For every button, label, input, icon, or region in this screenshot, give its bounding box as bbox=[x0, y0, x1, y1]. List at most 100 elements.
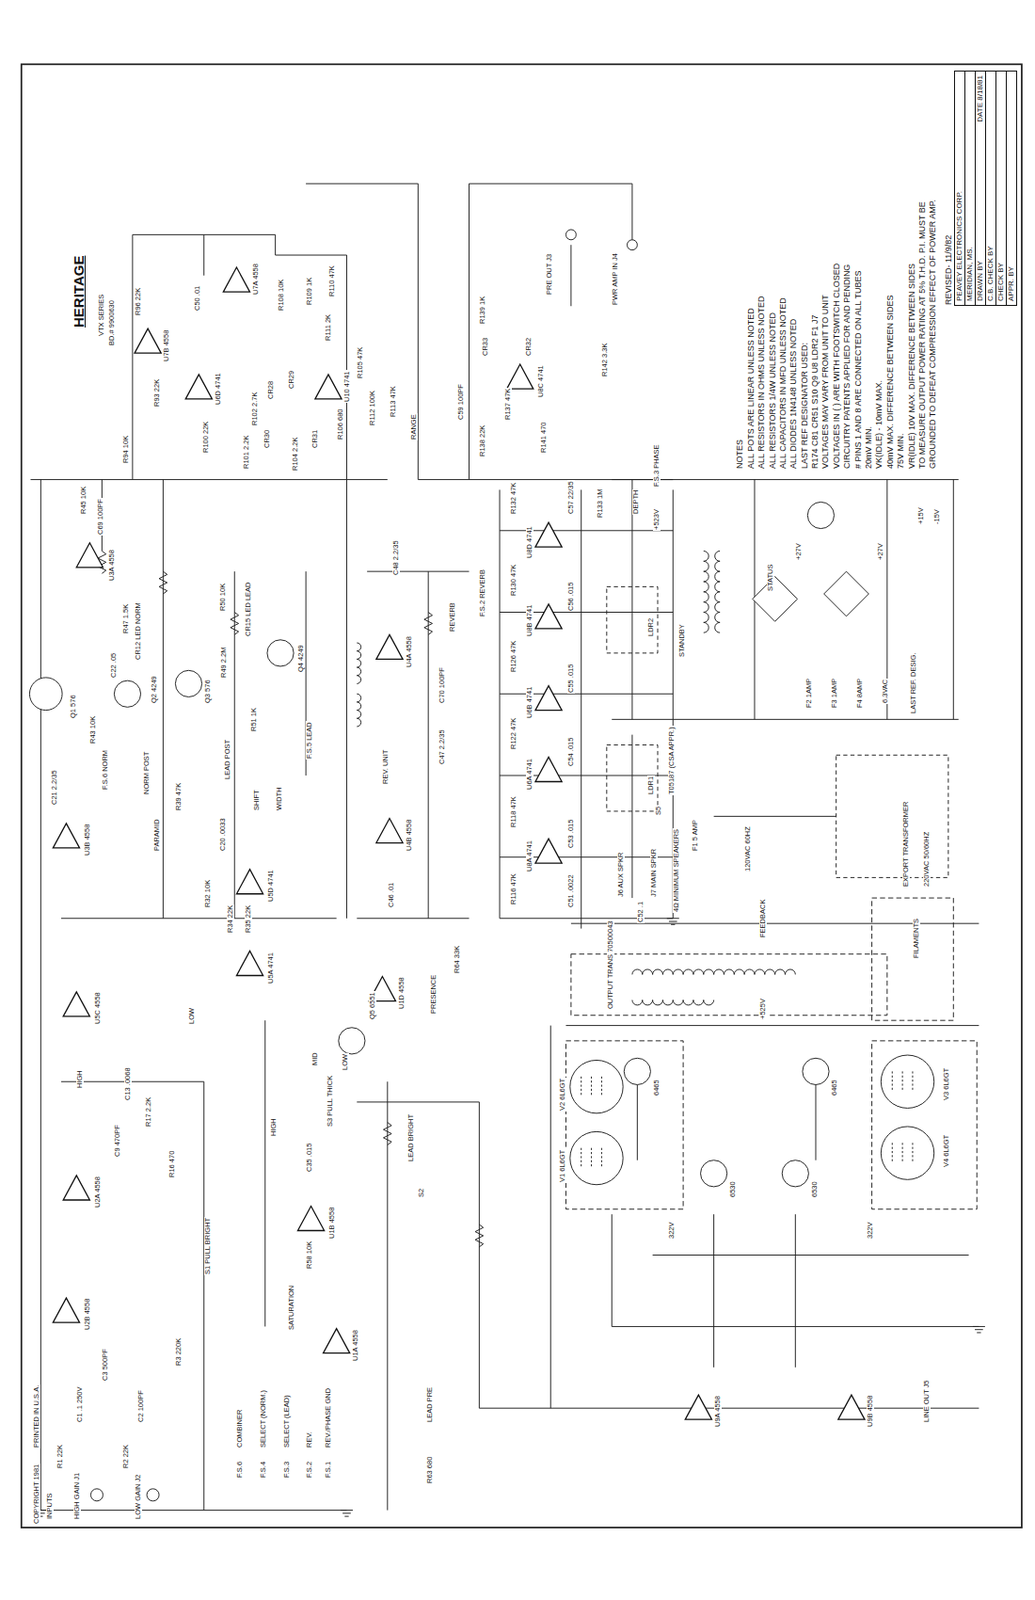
component-label: LOW GAIN J2 bbox=[134, 1472, 143, 1520]
component-label: +525V bbox=[759, 997, 767, 1020]
note-text: ALL RESISTORS IN OHMS UNLESS NOTED bbox=[757, 294, 766, 470]
component-label: C35 .015 bbox=[305, 1142, 314, 1173]
tube-symbol bbox=[880, 1054, 934, 1108]
component-label: U7A 4558 bbox=[252, 262, 260, 296]
opamp-symbol bbox=[222, 267, 250, 292]
note-text: VOLTAGES MAY VARY FROM UNIT TO UNIT bbox=[821, 293, 830, 470]
component-label: R141 470 bbox=[540, 421, 548, 455]
component-label: U6B 4741 bbox=[525, 685, 534, 719]
component-label: PRINTED IN U.S.A. bbox=[32, 1384, 41, 1449]
wire bbox=[611, 479, 958, 899]
transformer-coil bbox=[632, 1000, 715, 1005]
opamp-symbol bbox=[63, 1175, 90, 1200]
component-label: R102 2.7K bbox=[251, 391, 259, 427]
component-label: F.S.1 bbox=[324, 1460, 333, 1479]
component-label: EXPORT TRANSFORMER bbox=[902, 799, 910, 887]
component-label: U10 4741 bbox=[343, 370, 351, 404]
component-label: C48 2.2/35 bbox=[392, 540, 400, 577]
component-label: R39 47K bbox=[175, 780, 183, 811]
component-label: R118 47K bbox=[509, 795, 518, 828]
component-label: Q3 576 bbox=[204, 678, 212, 704]
tube-enclosure bbox=[872, 1040, 978, 1210]
note-text: NOTES bbox=[735, 438, 745, 470]
component-label: F.S.4 bbox=[259, 1460, 268, 1479]
title-block: PEAVEY ELECTRONICS CORP.MERIDIAN, MS.DRA… bbox=[954, 70, 1018, 306]
component-label: C56 .015 bbox=[567, 581, 575, 612]
component-label: MID bbox=[311, 1050, 319, 1067]
sheet-frame bbox=[21, 63, 1022, 1528]
ldr-outline bbox=[606, 744, 658, 811]
component-label: F1 5 AMP bbox=[691, 818, 700, 852]
component-label: C22 .05 bbox=[110, 651, 118, 678]
component-label: Q2 4249 bbox=[150, 674, 159, 704]
component-label: R142 3.3K bbox=[601, 342, 609, 378]
opamp-symbol bbox=[535, 756, 562, 781]
transistor-symbol bbox=[113, 680, 141, 707]
opamp-symbol bbox=[838, 1394, 865, 1419]
component-label: CR32 bbox=[525, 336, 533, 357]
component-label: R113 47K bbox=[389, 385, 398, 419]
opamp-symbol bbox=[535, 685, 562, 711]
note-text: CIRCUITRY PATENTS APPLIED FOR AND PENDIN… bbox=[843, 262, 852, 469]
component-label: PARAMID bbox=[153, 817, 161, 852]
component-label: 120VAC 60HZ bbox=[744, 825, 752, 873]
component-label: V2 6L6GT bbox=[558, 1077, 567, 1112]
component-label: SELECT (NORM.) bbox=[259, 1388, 268, 1449]
note-text: LAST REF DESIGNATOR USED: bbox=[800, 340, 810, 469]
title-block-row: APPR. BY bbox=[1005, 71, 1017, 305]
wire bbox=[550, 923, 979, 1408]
note-text: ALL RESISTORS 1/4W UNLESS NOTED bbox=[768, 310, 778, 469]
opamp-symbol bbox=[76, 542, 103, 568]
component-label: F.S.3 PHASE bbox=[652, 443, 661, 488]
transformer-coil bbox=[703, 550, 720, 633]
transistor-symbol bbox=[700, 1160, 728, 1187]
component-label: Q1 576 bbox=[69, 693, 78, 719]
title-block-row: MERIDIAN, MS. bbox=[964, 71, 975, 305]
note-text: 20mV MIN. bbox=[864, 425, 874, 470]
component-label: R109 1K bbox=[305, 276, 314, 306]
title-block-text: DATE 8/18/81 bbox=[975, 75, 986, 123]
component-label: 322V bbox=[668, 1220, 676, 1240]
component-label: BD.# 9900630 bbox=[108, 300, 116, 348]
component-label: +15V bbox=[917, 506, 925, 526]
component-label: S5 bbox=[654, 805, 663, 816]
component-label: R35 22K bbox=[244, 903, 253, 933]
note-text: # PINS 1 AND 8 ARE CONNECTED ON ALL TUBE… bbox=[854, 269, 863, 470]
component-label: J7 MAIN SPKR bbox=[650, 846, 658, 897]
note-text: TO MEASURE OUTPUT POWER RATING AT 5% T.H… bbox=[918, 200, 927, 470]
component-label: +523V bbox=[652, 508, 661, 531]
resistor-symbol bbox=[97, 550, 484, 1246]
tube-enclosure bbox=[565, 1040, 684, 1210]
opamp-symbol bbox=[507, 364, 534, 389]
transformer-outline bbox=[571, 954, 888, 1016]
component-label: F.S.5 LEAD bbox=[305, 721, 314, 761]
component-label: HIGH bbox=[76, 1069, 84, 1090]
component-label: LEAD BRIGHT bbox=[407, 1113, 415, 1163]
opamp-symbol bbox=[63, 991, 90, 1017]
tube-symbol bbox=[880, 1126, 934, 1179]
component-label: U5C 4558 bbox=[94, 990, 102, 1025]
transformer-outline bbox=[836, 754, 949, 877]
component-label: U4A 4558 bbox=[405, 635, 414, 669]
component-label: F2 1AMP bbox=[805, 677, 813, 709]
component-label: 6465 bbox=[830, 1078, 839, 1097]
opamp-symbol bbox=[185, 374, 212, 399]
wire bbox=[499, 489, 673, 928]
component-label: LOW bbox=[341, 1052, 350, 1071]
component-label: REV./PHASE GND bbox=[324, 1386, 333, 1449]
component-label: R3 220K bbox=[175, 1337, 183, 1367]
component-label: R105 47K bbox=[356, 346, 365, 380]
component-label: R101 2.2K bbox=[242, 433, 251, 469]
component-label: C1 .1 250V bbox=[76, 1385, 84, 1423]
component-label: C57 22/35 bbox=[567, 480, 575, 516]
component-label: U3B 4558 bbox=[83, 823, 92, 857]
component-label: 6530 bbox=[811, 1180, 819, 1199]
component-label: 6465 bbox=[652, 1078, 661, 1097]
component-label: C55 .015 bbox=[567, 662, 575, 693]
component-label: STANDBY bbox=[678, 622, 686, 658]
component-label: LDR1 bbox=[647, 775, 655, 796]
component-label: OUTPUT TRANS 70500043 bbox=[606, 919, 615, 1010]
component-label: U5D 4741 bbox=[267, 868, 275, 903]
component-label: COPYRIGHT 1981 bbox=[32, 1463, 41, 1525]
